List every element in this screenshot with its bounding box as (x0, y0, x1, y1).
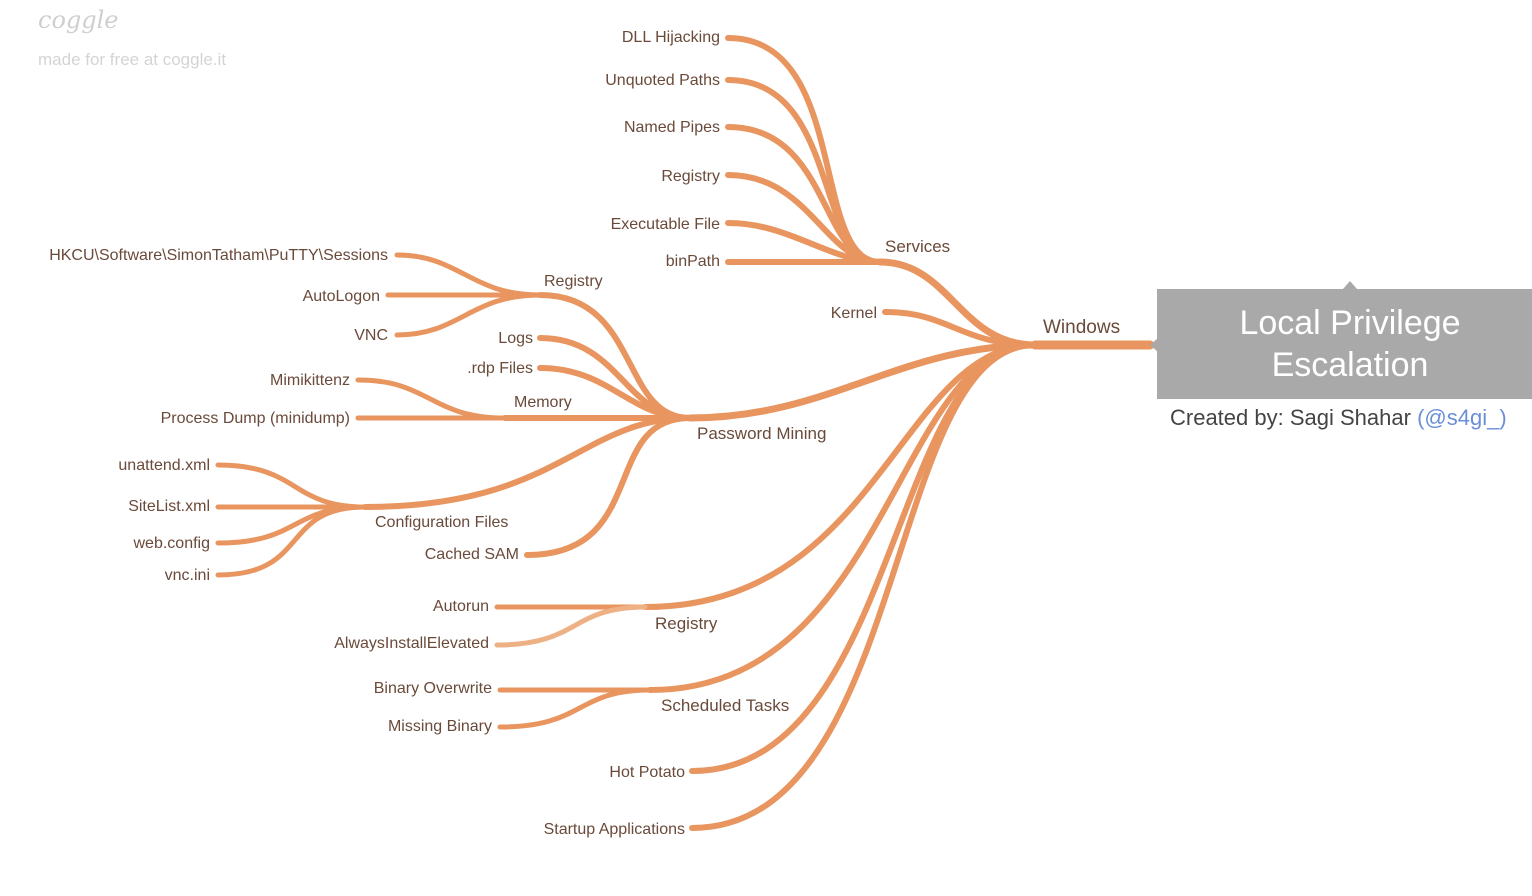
root-node[interactable] (1157, 289, 1532, 399)
branch-unattend-xml (215, 462, 368, 510)
node-password-mining: Password Mining (697, 424, 826, 443)
node-memory: Memory (514, 394, 572, 411)
node-mimikittenz: Mimikittenz (270, 372, 350, 389)
branch-putty-sessions (394, 252, 543, 298)
branch-web-config (215, 504, 368, 546)
branch-mimikittenz (355, 377, 508, 421)
branch-configuration-files (362, 415, 693, 510)
node-sitelist-xml: SiteList.xml (128, 498, 210, 515)
branch-startup-applications (689, 342, 1038, 831)
branch-always-install-elevated (494, 604, 648, 648)
node-process-dump: Process Dump (minidump) (161, 410, 350, 427)
node-kernel: Kernel (831, 305, 877, 322)
node-registry: Registry (655, 614, 718, 633)
node-vnc: VNC (354, 327, 388, 344)
node-scheduled-tasks: Scheduled Tasks (661, 696, 789, 715)
node-executable-file: Executable File (611, 216, 720, 233)
node-missing-binary: Missing Binary (388, 718, 492, 735)
author-credit: Created by: Sagi Shahar (@s4gi_) (1170, 405, 1507, 431)
branch-password-mining (686, 341, 1039, 422)
branch-registry (642, 342, 1038, 610)
branch-cached-sam (524, 415, 693, 558)
node-unattend-xml: unattend.xml (118, 457, 210, 474)
node-always-install-elevated: AlwaysInstallElevated (334, 635, 489, 652)
node-binpath: binPath (666, 253, 720, 270)
node-cached-sam: Cached SAM (425, 546, 519, 563)
root-title-line-1: Local Privilege (1239, 304, 1461, 342)
node-vnc-ini: vnc.ini (165, 567, 210, 584)
node-hot-potato: Hot Potato (609, 764, 685, 781)
node-autologon: AutoLogon (303, 288, 380, 305)
branch-missing-binary (497, 687, 653, 730)
node-logs: Logs (498, 330, 533, 347)
branch-vnc-ini (215, 504, 368, 578)
node-pm-registry: Registry (544, 273, 603, 290)
root-notch-top (1343, 281, 1357, 289)
node-configuration-files: Configuration Files (375, 514, 508, 531)
coggle-logo: coggle (38, 6, 119, 34)
branch-services (876, 258, 1039, 349)
credit-prefix: Created by: Sagi Shahar (1170, 405, 1411, 430)
root-title-line-2: Escalation (1271, 346, 1429, 384)
node-windows: Windows (1043, 317, 1120, 338)
node-putty-sessions: HKCU\Software\SimonTatham\PuTTY\Sessions (49, 247, 388, 264)
node-unquoted-paths: Unquoted Paths (605, 72, 720, 89)
root-title: Local Privilege Escalation (1165, 302, 1532, 386)
watermark-text: made for free at coggle.it (38, 50, 227, 69)
branch-vnc (394, 292, 543, 338)
node-rdp-files: .rdp Files (467, 360, 533, 377)
branch-dll-hijacking (725, 35, 883, 265)
node-dll-hijacking: DLL Hijacking (622, 29, 720, 46)
node-services: Services (885, 237, 950, 256)
root-notch-left (1150, 338, 1158, 352)
node-services-registry: Registry (661, 168, 720, 185)
node-named-pipes: Named Pipes (624, 119, 720, 136)
node-binary-overwrite: Binary Overwrite (374, 680, 492, 697)
node-web-config: web.config (133, 535, 211, 552)
author-handle-link[interactable]: (@s4gi_) (1417, 405, 1507, 430)
node-startup-applications: Startup Applications (544, 821, 685, 838)
node-autorun: Autorun (433, 598, 489, 615)
